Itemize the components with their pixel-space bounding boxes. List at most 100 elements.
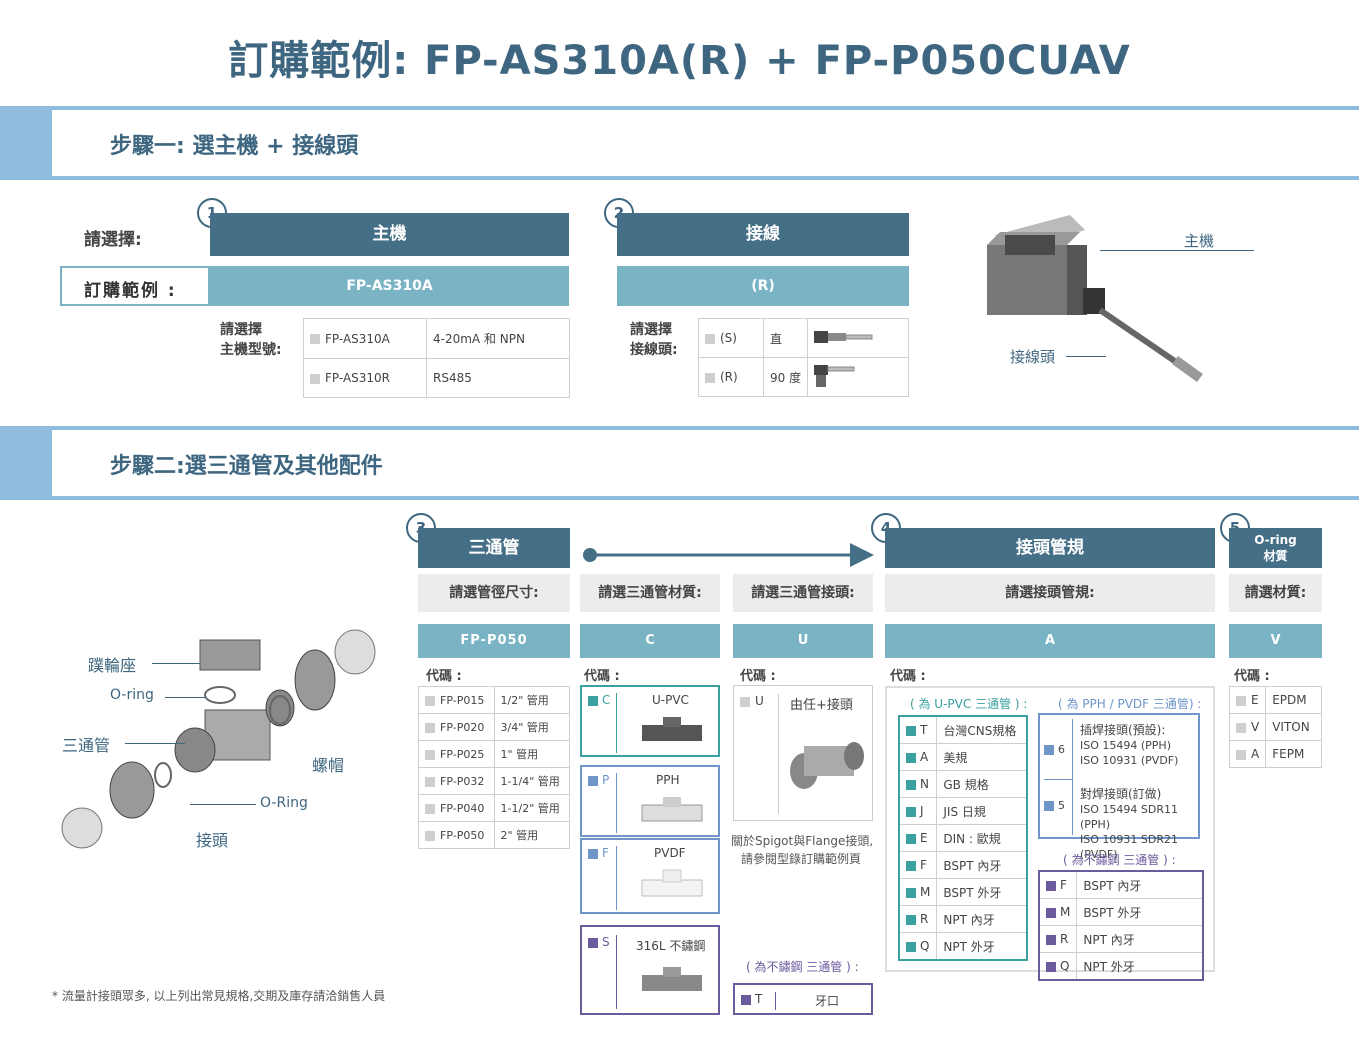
checkbox[interactable] bbox=[1044, 801, 1054, 811]
material-option-f[interactable]: F PVDF bbox=[580, 838, 720, 914]
joint-prompt: 請選三通管接頭: bbox=[733, 574, 873, 612]
checkbox[interactable] bbox=[1046, 907, 1056, 918]
size-example: FP-P050 bbox=[418, 624, 570, 658]
spec-header: 接頭管規 bbox=[885, 528, 1215, 568]
checkbox[interactable] bbox=[425, 749, 435, 760]
code-label: 代碼 : bbox=[426, 669, 462, 684]
code-label: 代碼 : bbox=[740, 669, 776, 684]
checkbox[interactable] bbox=[906, 806, 916, 817]
checkbox[interactable] bbox=[425, 803, 435, 814]
page-title: 訂購範例: FP-AS310A(R) + FP-P050CUAV bbox=[228, 38, 1131, 84]
checkbox[interactable] bbox=[906, 860, 916, 871]
checkbox[interactable] bbox=[1046, 961, 1056, 972]
connector-prompt: 請選擇 接線頭: bbox=[630, 322, 678, 358]
checkbox[interactable] bbox=[1236, 695, 1246, 706]
host-prompt: 請選擇 主機型號: bbox=[220, 322, 282, 358]
footnote: * 流量計接頭眾多, 以上列出常見規格,交期及庫存請洽銷售人員 bbox=[52, 989, 386, 1003]
ss-tee-icon bbox=[642, 967, 702, 991]
label-nut: 螺帽 bbox=[312, 756, 345, 775]
step2-heading: 步驟二:選三通管及其他配件 bbox=[110, 454, 383, 479]
checkbox[interactable] bbox=[425, 722, 435, 733]
checkbox[interactable] bbox=[1236, 722, 1246, 733]
label-tee: 三通管 bbox=[62, 736, 111, 755]
material-prompt: 請選三通管材質: bbox=[580, 574, 720, 612]
checkbox[interactable] bbox=[906, 725, 916, 736]
checkbox[interactable] bbox=[588, 695, 598, 706]
connector-example: (R) bbox=[617, 266, 909, 306]
joint-ss-title: ( 為不鏽鋼 三通管 ) : bbox=[746, 960, 859, 974]
checkbox[interactable] bbox=[425, 776, 435, 787]
joint-option-t[interactable]: T 牙口 bbox=[733, 983, 873, 1015]
checkbox[interactable] bbox=[740, 696, 750, 707]
checkbox[interactable] bbox=[425, 695, 435, 706]
checkbox[interactable] bbox=[906, 833, 916, 844]
joint-example: U bbox=[733, 624, 873, 658]
ss-title: ( 為不鏽鋼 三通管 ) : bbox=[1063, 853, 1176, 867]
exploded-diagram bbox=[61, 629, 376, 849]
checkbox[interactable] bbox=[310, 334, 320, 344]
checkbox[interactable] bbox=[1046, 934, 1056, 945]
label-oring1: O-ring bbox=[110, 687, 154, 703]
pvdf-tee-icon bbox=[641, 869, 703, 897]
step1-heading: 步驟一: 選主機 + 接線頭 bbox=[110, 134, 359, 159]
host-device-image bbox=[987, 215, 1203, 383]
material-option-c[interactable]: C U-PVC bbox=[580, 685, 720, 757]
checkbox[interactable] bbox=[1236, 749, 1246, 760]
joint-note: 關於Spigot與Flange接頭, 請參閱型錄訂購範例頁 bbox=[731, 834, 874, 866]
example-label-box: 訂購範例 : bbox=[60, 266, 210, 306]
code-label: 代碼 : bbox=[890, 669, 926, 684]
table-row: FP-AS310A 4-20mA 和 NPN bbox=[303, 318, 570, 359]
union-joint-icon bbox=[790, 742, 864, 789]
checkbox[interactable] bbox=[705, 372, 715, 383]
checkbox[interactable] bbox=[588, 848, 598, 859]
checkbox[interactable] bbox=[310, 373, 320, 384]
code-label: 代碼 : bbox=[584, 669, 620, 684]
checkbox[interactable] bbox=[705, 333, 715, 344]
tee-header: 三通管 bbox=[418, 528, 570, 568]
checkbox[interactable] bbox=[741, 994, 751, 1005]
checkbox[interactable] bbox=[1046, 880, 1056, 891]
straight-connector-icon bbox=[814, 330, 873, 343]
checkbox[interactable] bbox=[906, 887, 916, 898]
table-row: FP-AS310R RS485 bbox=[303, 358, 570, 398]
angle-connector-icon bbox=[814, 364, 855, 387]
checkbox[interactable] bbox=[906, 779, 916, 790]
checkbox[interactable] bbox=[906, 752, 916, 763]
upvc-title: ( 為 U-PVC 三通管 ) : bbox=[910, 697, 1028, 711]
checkbox[interactable] bbox=[906, 941, 916, 952]
label-base: 蹼輪座 bbox=[88, 656, 137, 675]
checkbox[interactable] bbox=[1044, 745, 1054, 755]
checkbox[interactable] bbox=[588, 937, 598, 948]
checkbox[interactable] bbox=[906, 914, 916, 925]
connector-callout: 接線頭 bbox=[1010, 348, 1056, 366]
material-option-s[interactable]: S 316L 不鏽鋼 bbox=[580, 925, 720, 1015]
host-callout: 主機 bbox=[1184, 232, 1215, 250]
material-option-p[interactable]: P PPH bbox=[580, 765, 720, 837]
oring-example: V bbox=[1229, 624, 1322, 658]
joint-option-u[interactable]: U 由任+接頭 bbox=[733, 685, 873, 821]
example-label: 訂購範例 : bbox=[84, 281, 177, 301]
checkbox[interactable] bbox=[588, 775, 598, 786]
material-example: C bbox=[580, 624, 720, 658]
choose-label: 請選擇: bbox=[84, 230, 142, 250]
host-header: 主機 bbox=[210, 213, 569, 256]
spec-prompt: 請選接頭管規: bbox=[885, 574, 1215, 612]
checkbox[interactable] bbox=[425, 830, 435, 841]
table-row: (R) 90 度 bbox=[698, 357, 909, 397]
